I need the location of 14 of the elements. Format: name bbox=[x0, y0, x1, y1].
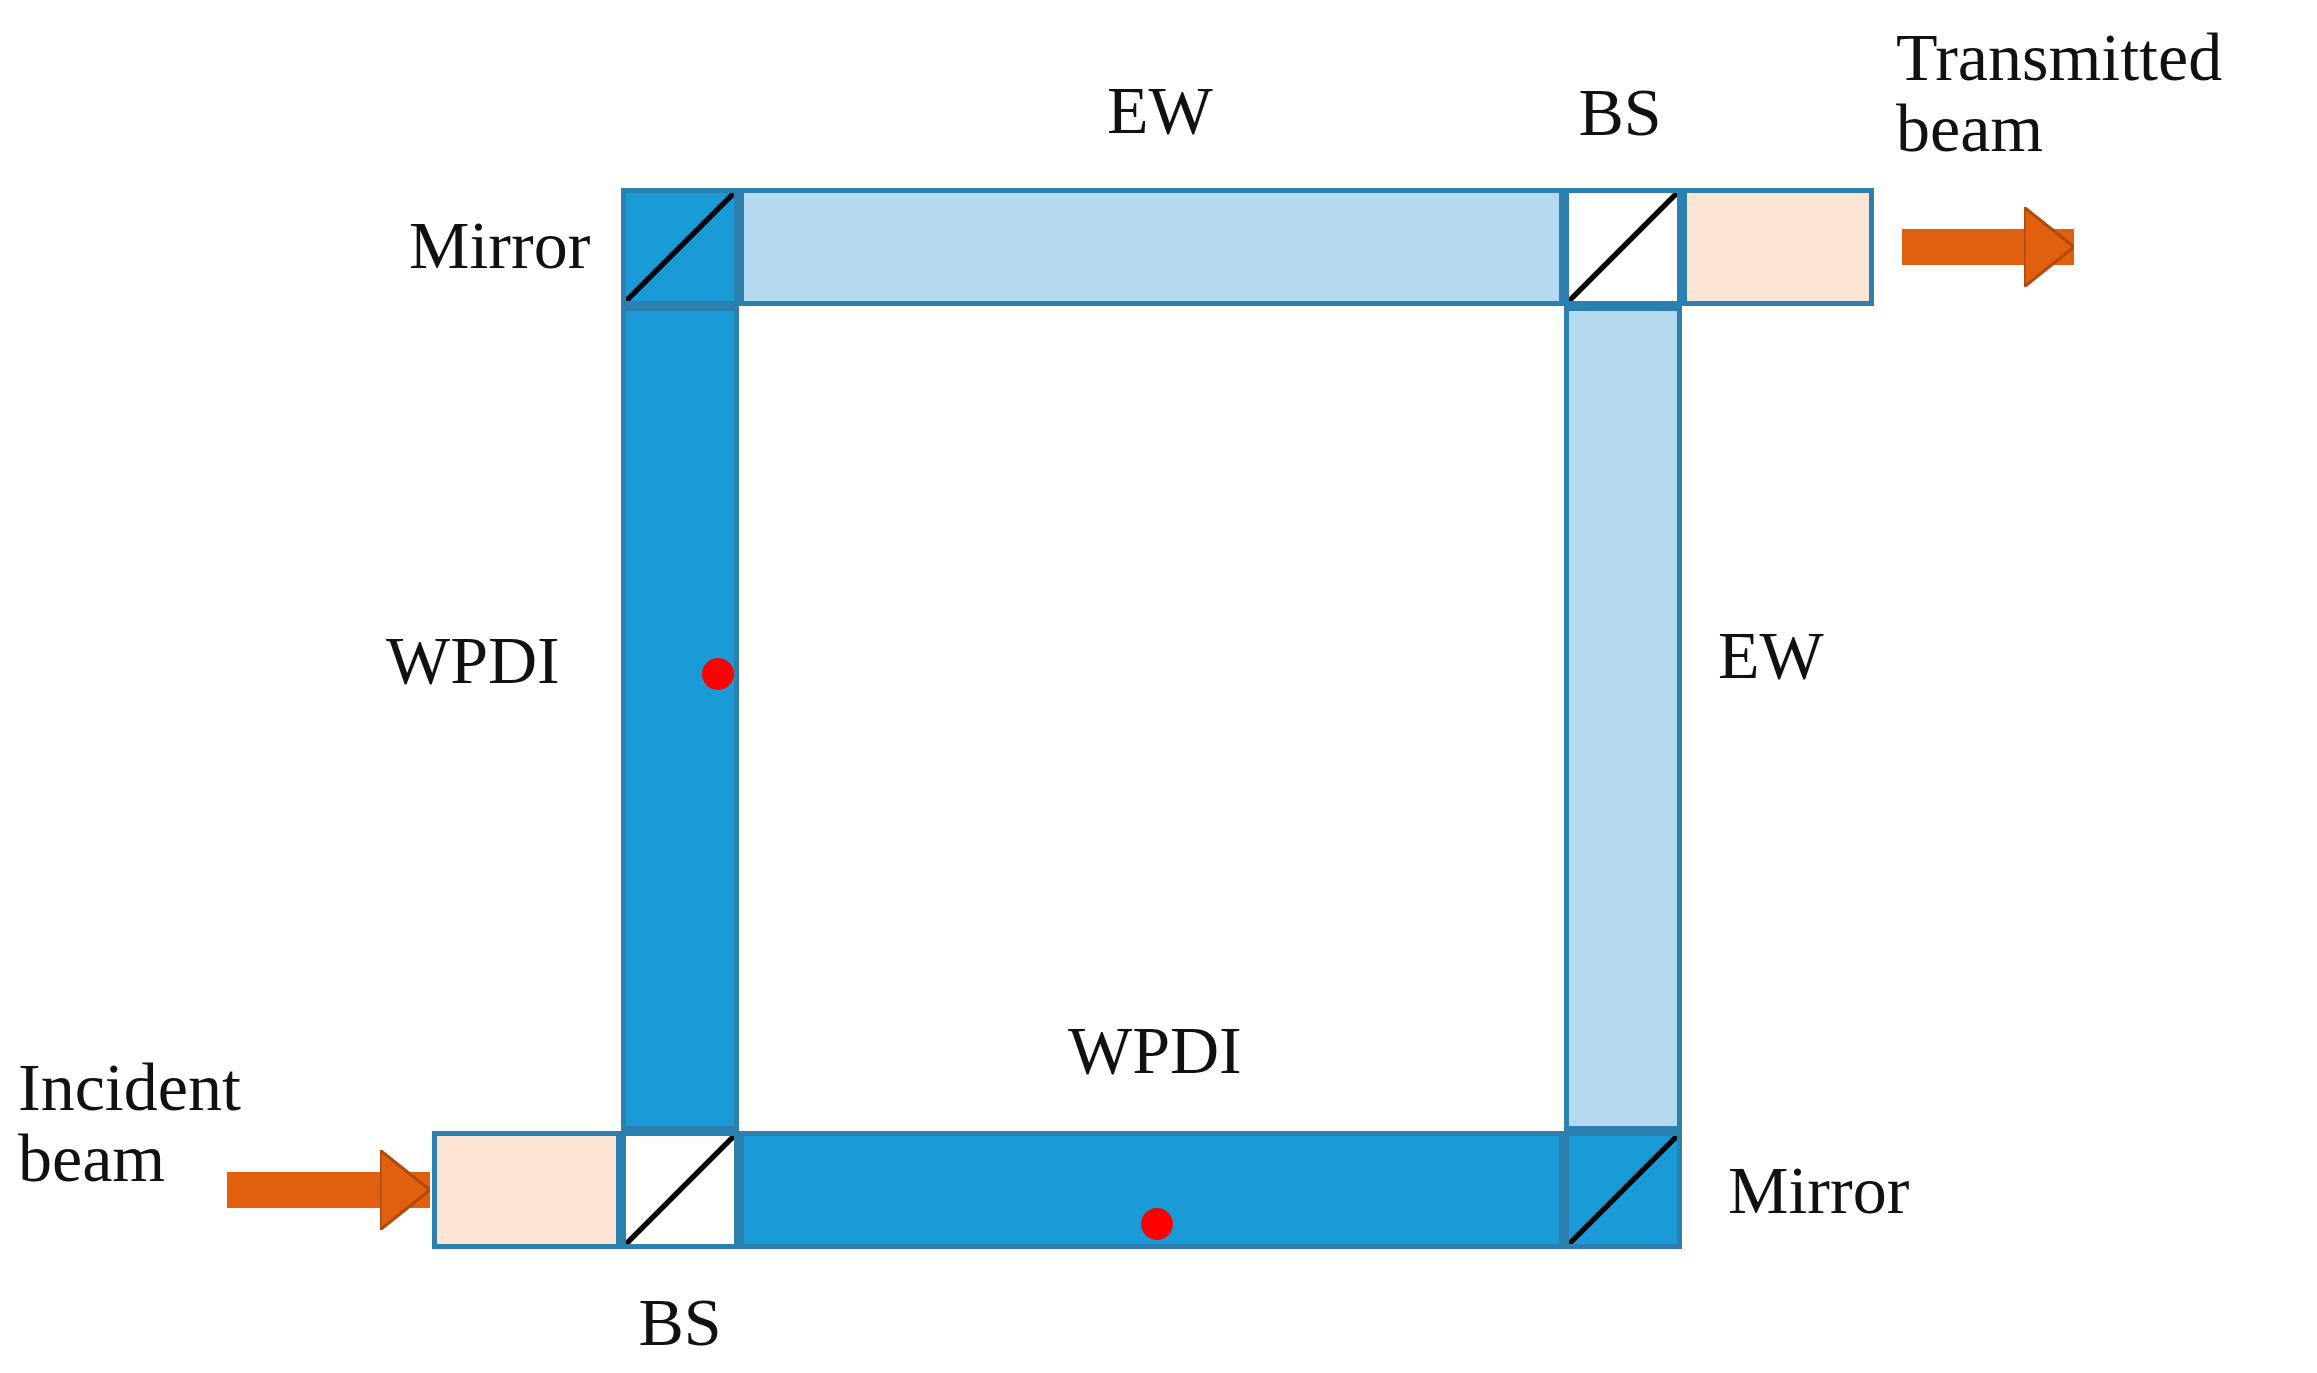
component-label: BS bbox=[1578, 76, 1662, 148]
beam-label: Incident beam bbox=[18, 1052, 318, 1195]
component-label: WPDI bbox=[1068, 1014, 1242, 1086]
component-label: BS bbox=[638, 1286, 722, 1358]
component-label: EW bbox=[1107, 74, 1213, 146]
port-block bbox=[432, 1131, 621, 1249]
beam-arrow bbox=[227, 1148, 432, 1232]
beam-arrow bbox=[1902, 205, 2076, 289]
component-label: Mirror bbox=[409, 209, 591, 281]
component-label: Mirror bbox=[1728, 1154, 1910, 1226]
beam-label: Transmitted beam bbox=[1896, 22, 2316, 165]
port-block bbox=[1682, 188, 1874, 306]
component-label: WPDI bbox=[386, 624, 560, 696]
component-label: EW bbox=[1718, 619, 1824, 691]
